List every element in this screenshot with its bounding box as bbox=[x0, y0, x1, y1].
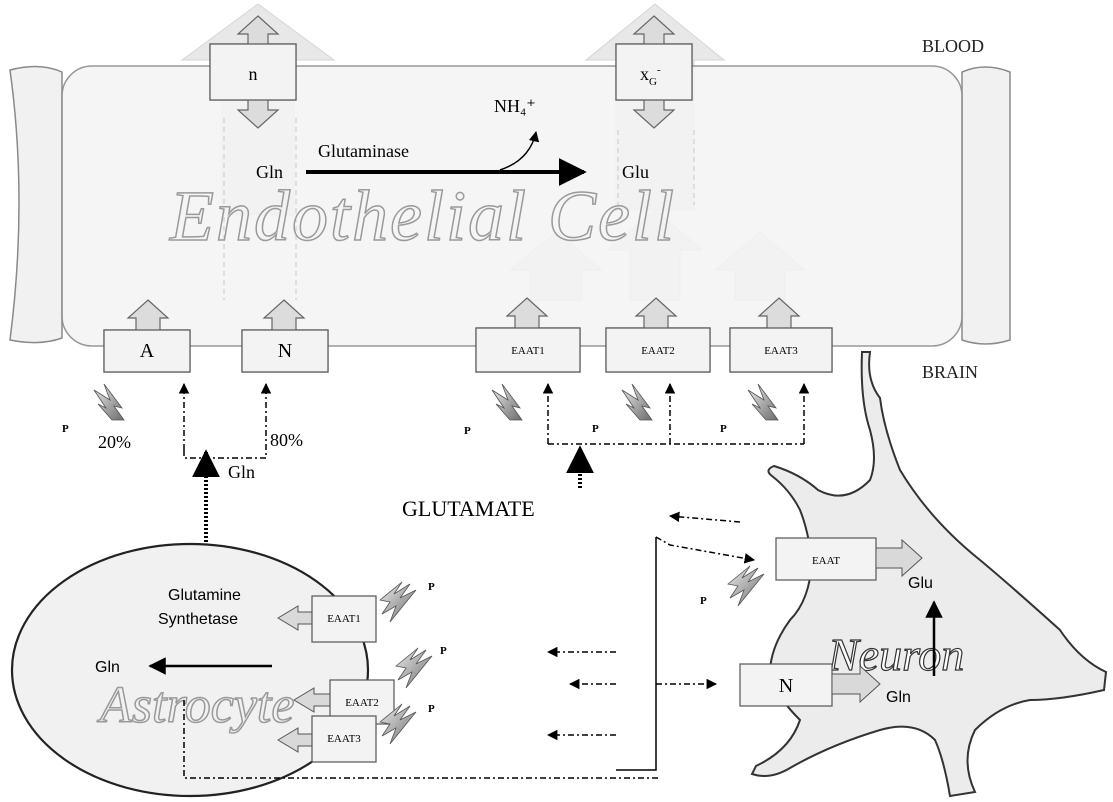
neuron-eaat-label: EAAT bbox=[812, 555, 840, 567]
neuron-title: Neuron bbox=[827, 629, 964, 680]
phospho-a-label: P bbox=[62, 423, 69, 435]
eaat3-label: EAAT3 bbox=[764, 345, 798, 357]
phospho-astro1-label: P bbox=[428, 581, 435, 593]
phospho-eaat3-label: P bbox=[720, 423, 727, 435]
glu-endothelial-label: Glu bbox=[622, 162, 649, 182]
phospho-astro2-label: P bbox=[440, 645, 447, 657]
astro-eaat3-label: EAAT3 bbox=[327, 733, 361, 745]
phospho-bolt-eaat3 bbox=[748, 384, 778, 420]
gln-astrocyte-label: Gln bbox=[95, 659, 120, 676]
gln-astro-label: Gln bbox=[228, 462, 255, 482]
glutamine-synthetase-line1: Glutamine bbox=[168, 587, 241, 604]
endothelial-cell-title: Endothelial Cell bbox=[169, 176, 676, 256]
phospho-eaat1-label: P bbox=[464, 425, 471, 437]
phospho-astro3-label: P bbox=[428, 703, 435, 715]
pct-80-label: 80% bbox=[270, 430, 303, 450]
phospho-bolt-eaat2 bbox=[622, 384, 652, 420]
gln-endothelial-label: Gln bbox=[256, 162, 283, 182]
phospho-bolt-eaat1 bbox=[492, 384, 522, 420]
glutaminase-label: Glutaminase bbox=[318, 141, 409, 161]
blood-label: BLOOD bbox=[922, 36, 984, 56]
astro-eaat2-label: EAAT2 bbox=[345, 697, 379, 709]
abluminal-n-label: N bbox=[278, 340, 292, 362]
phospho-bolt-astro2 bbox=[396, 648, 432, 688]
eaat1-label: EAAT1 bbox=[511, 345, 545, 357]
brain-label: BRAIN bbox=[922, 362, 978, 382]
phospho-bolt-a bbox=[94, 384, 124, 420]
neuron-n-label: N bbox=[779, 675, 793, 697]
nh4-label: NH₄⁺ bbox=[494, 96, 536, 116]
glutamine-synthetase-line2: Synthetase bbox=[158, 611, 238, 628]
glu-neuron-label: Glu bbox=[908, 575, 933, 592]
abluminal-a-label: A bbox=[140, 340, 155, 362]
gln-neuron-label: Gln bbox=[886, 689, 911, 706]
phospho-bolt-neuron bbox=[728, 566, 764, 606]
eaat2-label: EAAT2 bbox=[641, 345, 675, 357]
phospho-eaat2-label: P bbox=[592, 423, 599, 435]
phospho-bolt-astro1 bbox=[380, 582, 416, 622]
glutamate-label: GLUTAMATE bbox=[402, 496, 535, 521]
phospho-neuron-label: P bbox=[700, 595, 707, 607]
astrocyte-title: Astrocyte bbox=[97, 677, 294, 734]
pct-20-label: 20% bbox=[98, 432, 131, 452]
luminal-n-label: n bbox=[249, 64, 258, 84]
astro-eaat1-label: EAAT1 bbox=[327, 613, 361, 625]
